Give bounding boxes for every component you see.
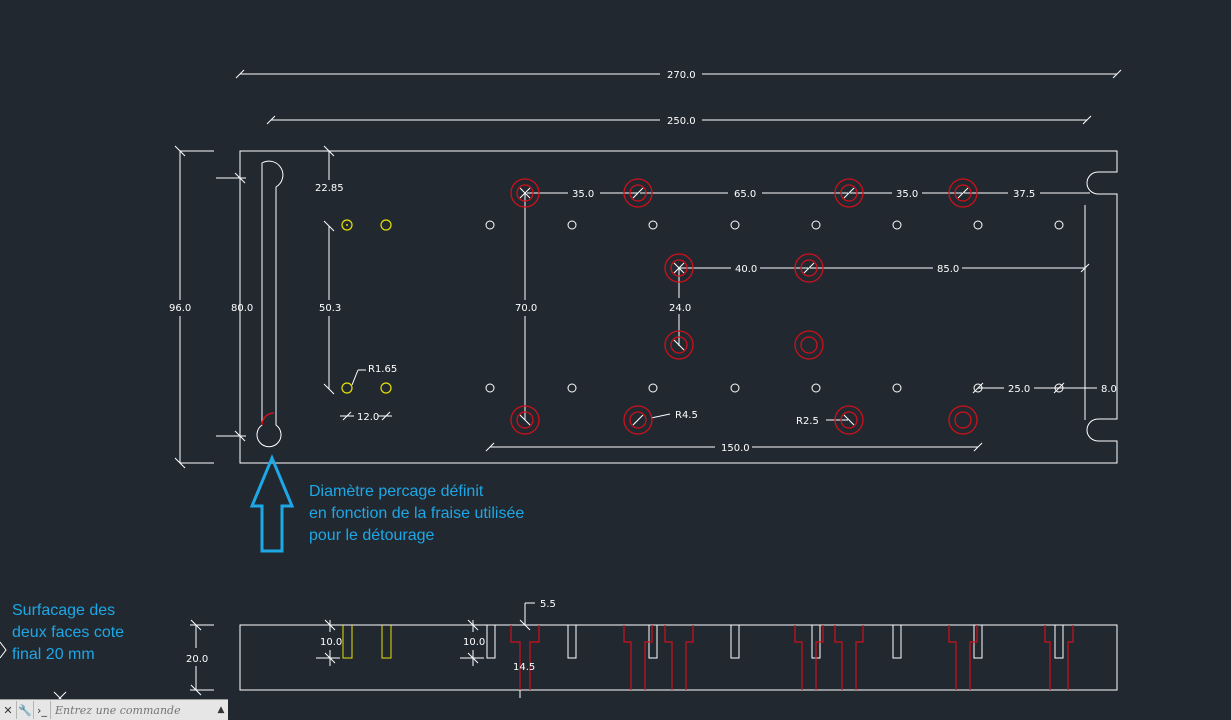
drilling-note-line1: Diamètre percage définit (309, 483, 484, 500)
red-counterbores (510, 178, 978, 435)
dim-85: 85.0 (937, 264, 959, 275)
dim-12: 12.0 (357, 412, 379, 423)
dim-r1-65: R1.65 (368, 364, 397, 375)
chevron-up-icon[interactable]: ▲ (217, 705, 225, 715)
dim-65: 65.0 (734, 189, 756, 200)
left-slot-arc-red (261, 412, 275, 426)
dim-22-85: 22.85 (315, 183, 344, 194)
command-line-bar: ✕ 🔧 ›_ ▲ (0, 699, 228, 720)
prompt-icon[interactable]: ›_ (34, 701, 51, 719)
dim-25: 25.0 (1008, 384, 1030, 395)
dim-14-5: 14.5 (513, 662, 535, 673)
side-red-counterbores (510, 625, 1074, 690)
plate-outline (239, 150, 1118, 464)
dim-35-a: 35.0 (572, 189, 594, 200)
dim-150: 150.0 (721, 443, 750, 454)
dim-37-5: 37.5 (1013, 189, 1035, 200)
wrench-icon[interactable]: 🔧 (17, 701, 34, 719)
dimension-lines (174, 69, 1122, 469)
surfacing-note-line3: final 20 mm (12, 646, 95, 663)
drilling-note-line3: pour le détourage (309, 527, 435, 544)
drilling-note-line2: en fonction de la fraise utilisée (309, 505, 524, 522)
dim-35-b: 35.0 (896, 189, 918, 200)
side-dimension-texts: 20.0 10.0 10.0 5.5 14.5 (186, 599, 556, 673)
dim-96: 96.0 (169, 303, 191, 314)
small-holes (485, 220, 1064, 393)
ucs-icon (0, 641, 7, 659)
surfacing-note-line1: Surfacage des (12, 602, 115, 619)
dim-40: 40.0 (735, 264, 757, 275)
side-view-dims (190, 602, 535, 698)
dim-20: 20.0 (186, 654, 208, 665)
dim-50-3: 50.3 (319, 303, 341, 314)
command-input[interactable] (51, 702, 214, 718)
dim-r4-5: R4.5 (675, 410, 698, 421)
close-icon[interactable]: ✕ (0, 701, 17, 719)
up-arrow-annotation (249, 454, 295, 553)
dim-8: 8.0 (1101, 384, 1117, 395)
surfacing-note-line2: deux faces cote (12, 624, 124, 641)
dim-250: 250.0 (667, 116, 696, 127)
dim-270: 270.0 (667, 70, 696, 81)
dim-80: 80.0 (231, 303, 253, 314)
yellow-holes (341, 219, 392, 394)
dim-70: 70.0 (515, 303, 537, 314)
top-dimension-texts: 270.0 250.0 96.0 80.0 22.85 50.3 70.0 35… (169, 70, 1117, 454)
dim-10-b: 10.0 (463, 637, 485, 648)
dim-24: 24.0 (669, 303, 691, 314)
side-view-outline (239, 624, 1118, 691)
dim-10-a: 10.0 (320, 637, 342, 648)
dim-5-5: 5.5 (540, 599, 556, 610)
side-yellow-pockets (342, 625, 392, 659)
dim-r2-5: R2.5 (796, 416, 819, 427)
